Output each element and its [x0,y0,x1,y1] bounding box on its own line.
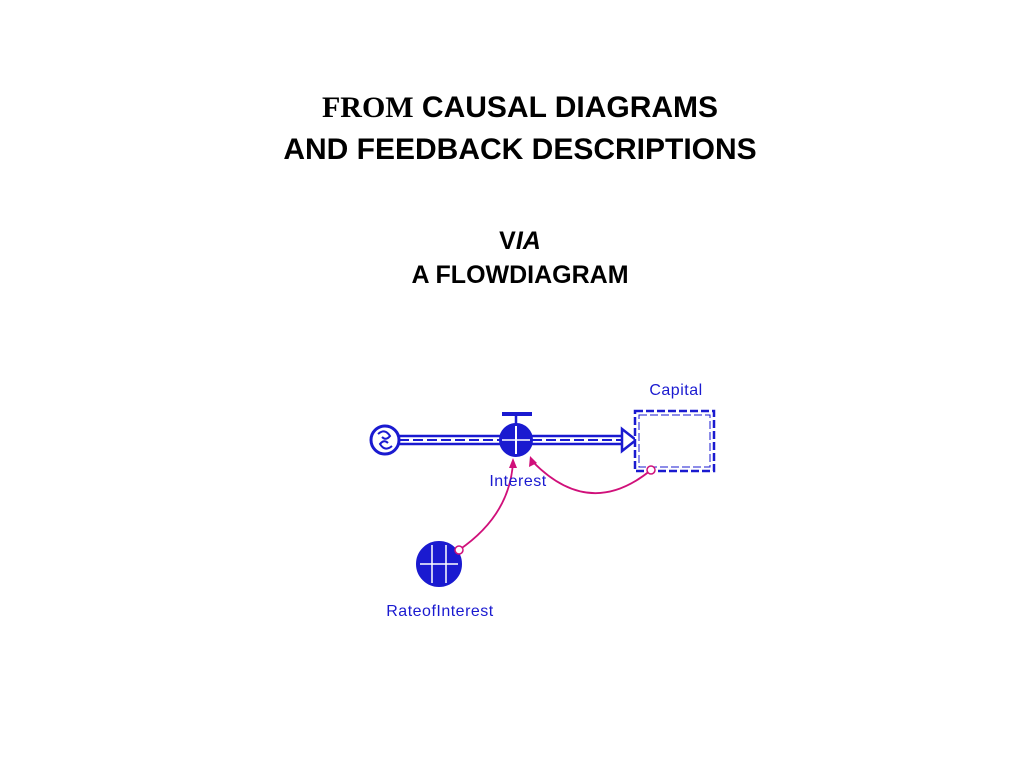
title-line1-text: CAUSAL DIAGRAMS [413,91,719,124]
slide-title-line-2: AND FEEDBACK DESCRIPTIONS [283,133,757,166]
source-cloud-icon [369,424,401,456]
capital-stock[interactable] [633,409,716,473]
rate-of-interest-converter[interactable] [416,541,462,587]
capital-label: Capital [649,382,702,399]
subtitle-line-2: A FLOWDIAGRAM [411,261,629,289]
subtitle-line-1: VIA [0,224,1024,258]
flow-arrowhead-icon [620,426,639,454]
connector-capital-to-interest[interactable] [529,456,656,495]
rate-of-interest-label: RateofInterest [386,603,494,620]
title-prefix: FROM [321,91,414,124]
subtitle-via-ia: IA [515,227,541,255]
interest-label: Interest [489,473,546,490]
connector-rate-to-interest[interactable] [454,458,517,555]
flow-valve-icon[interactable] [499,412,533,457]
subtitle-via-v: V [499,227,516,255]
flow-pipe [399,434,622,446]
slide-title-line-1: FROM CAUSAL DIAGRAMS [0,88,1024,128]
